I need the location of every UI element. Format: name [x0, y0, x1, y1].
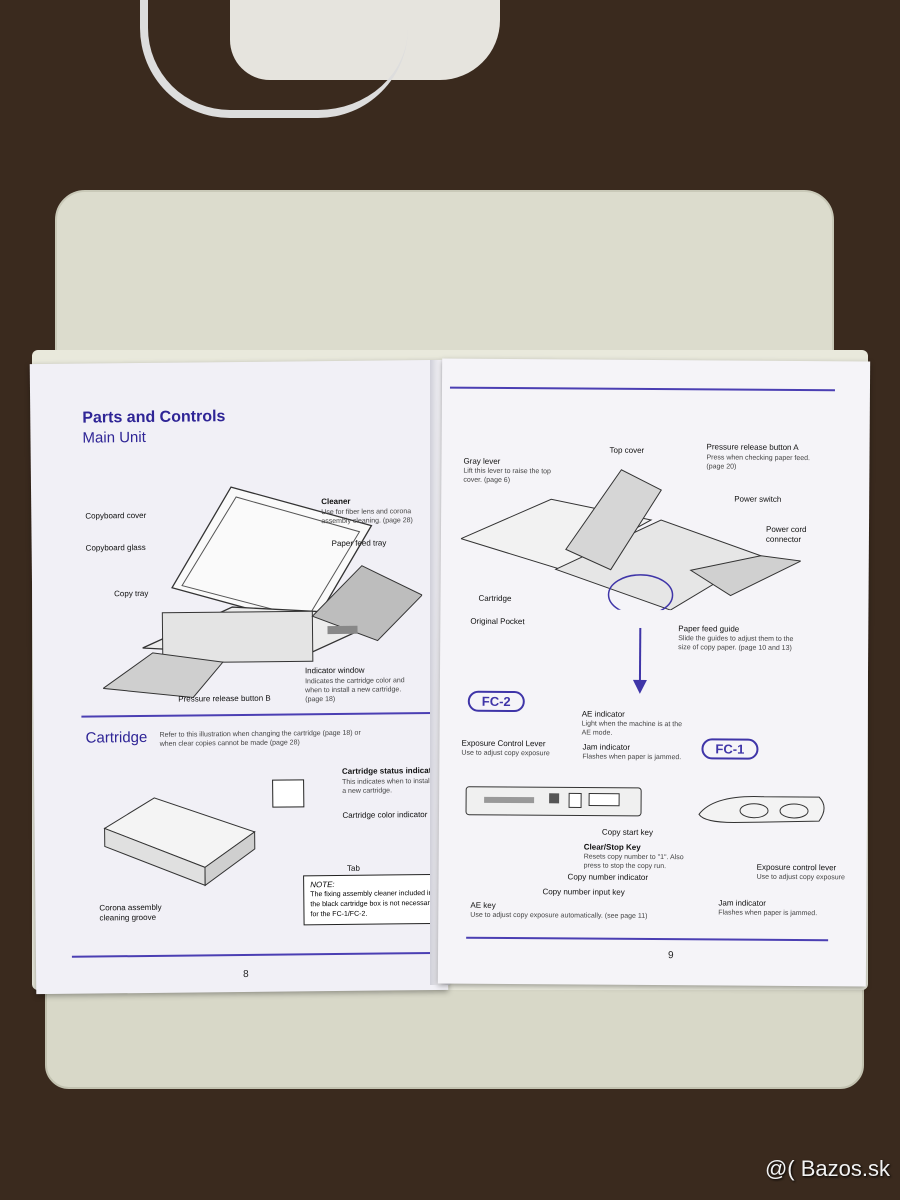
label-ae-indicator: AE indicator [581, 709, 625, 719]
label-copyboard-cover: Copyboard cover [85, 510, 147, 521]
label-copyboard-glass: Copyboard glass [85, 542, 146, 553]
cartridge-intro: Refer to this illustration when changing… [159, 729, 361, 748]
desc-gray-lever: Lift this lever to raise the top cover. … [463, 467, 551, 484]
label-paper-feed-guide: Paper feed guide [678, 624, 740, 634]
cartridge-illustration [103, 797, 256, 887]
page-number-right: 9 [667, 950, 674, 962]
desc-exposure-lever-fc1: Use to adjust copy exposure [756, 873, 845, 882]
desc-jam-indicator-fc2: Flashes when paper is jammed. [582, 753, 682, 762]
label-indicator-window: Indicator window [304, 665, 365, 676]
section-divider [81, 711, 434, 718]
fc2-badge: FC-2 [467, 690, 525, 713]
footer-rule [71, 951, 434, 958]
label-power-switch: Power switch [734, 494, 782, 504]
label-jam-indicator-fc2: Jam indicator [582, 742, 631, 752]
label-exposure-lever-fc2: Exposure Control Lever [461, 738, 546, 749]
label-copy-tray: Copy tray [114, 588, 149, 599]
label-ae-key: AE key [470, 900, 496, 910]
note-box: NOTE: The fixing assembly cleaner includ… [303, 873, 446, 926]
page-number: 8 [243, 968, 249, 980]
cartridge-indicator-box [272, 779, 305, 808]
power-cable [140, 0, 408, 118]
label-gray-lever: Gray lever [463, 456, 501, 466]
label-copy-number-indicator: Copy number indicator [567, 872, 649, 882]
copier-illustration [101, 486, 423, 699]
label-jam-indicator-fc1: Jam indicator [718, 898, 767, 908]
cartridge-heading: Cartridge [85, 728, 148, 747]
manual-page-right: Gray lever Lift this lever to raise the … [437, 358, 871, 987]
label-copy-number-input: Copy number input key [542, 887, 625, 897]
label-cartridge-status: Cartridge status indicator [341, 765, 440, 776]
desc-ae-key: Use to adjust copy exposure automaticall… [470, 911, 648, 920]
page-subtitle: Main Unit [82, 428, 146, 447]
label-cartridge: Cartridge [478, 593, 512, 604]
desc-indicator-window: Indicates the cartridge color and when t… [305, 677, 405, 704]
arrow-down [632, 627, 647, 694]
desc-ae-indicator: Light when the machine is at the AE mode… [581, 720, 683, 737]
desc-jam-indicator-fc1: Flashes when paper is jammed. [718, 909, 818, 918]
desc-clear-stop: Resets copy number to "1". Also press to… [583, 853, 684, 871]
footer-rule-right [466, 936, 829, 942]
desc-cleaner: Use for fiber lens and corona assembly c… [321, 508, 413, 526]
copier-base [45, 975, 864, 1089]
label-cleaner: Cleaner [321, 496, 351, 507]
note-body: The fixing assembly cleaner included in … [310, 889, 434, 919]
desc-paper-feed-guide: Slide the guides to adjust them to the s… [678, 635, 794, 652]
label-cartridge-color: Cartridge color indicator [342, 810, 428, 820]
page-title: Parts and Controls [82, 408, 226, 427]
desc-pressure-release-a: Press when checking paper feed. (page 20… [706, 454, 811, 471]
label-original-pocket: Original Pocket [470, 616, 525, 627]
label-paper-feed-tray: Paper feed tray [331, 538, 387, 549]
label-power-cord: Power cord connector [765, 524, 807, 545]
label-corona-groove: Corona assembly cleaning groove [99, 902, 162, 923]
label-exposure-lever-fc1: Exposure control lever [756, 862, 837, 873]
watermark: @( Bazos.sk [764, 1156, 890, 1181]
manual-page-left: Parts and Controls Main Unit Copyboard c… [29, 359, 449, 995]
header-rule [449, 386, 835, 392]
desc-exposure-lever-fc2: Use to adjust copy exposure [461, 749, 550, 758]
fc1-control-panel [698, 796, 825, 824]
label-copy-start: Copy start key [601, 827, 654, 837]
label-tab: Tab [346, 863, 360, 873]
label-top-cover: Top cover [609, 445, 645, 455]
label-pressure-release-b: Pressure release button B [178, 693, 271, 704]
fc2-control-panel [465, 786, 642, 817]
fc1-badge: FC-1 [701, 738, 759, 760]
label-pressure-release-a: Pressure release button A [706, 442, 799, 453]
copier-side-illustration [460, 469, 802, 612]
label-clear-stop: Clear/Stop Key [583, 842, 641, 852]
desc-cartridge-status: This indicates when to install a new car… [342, 777, 432, 795]
